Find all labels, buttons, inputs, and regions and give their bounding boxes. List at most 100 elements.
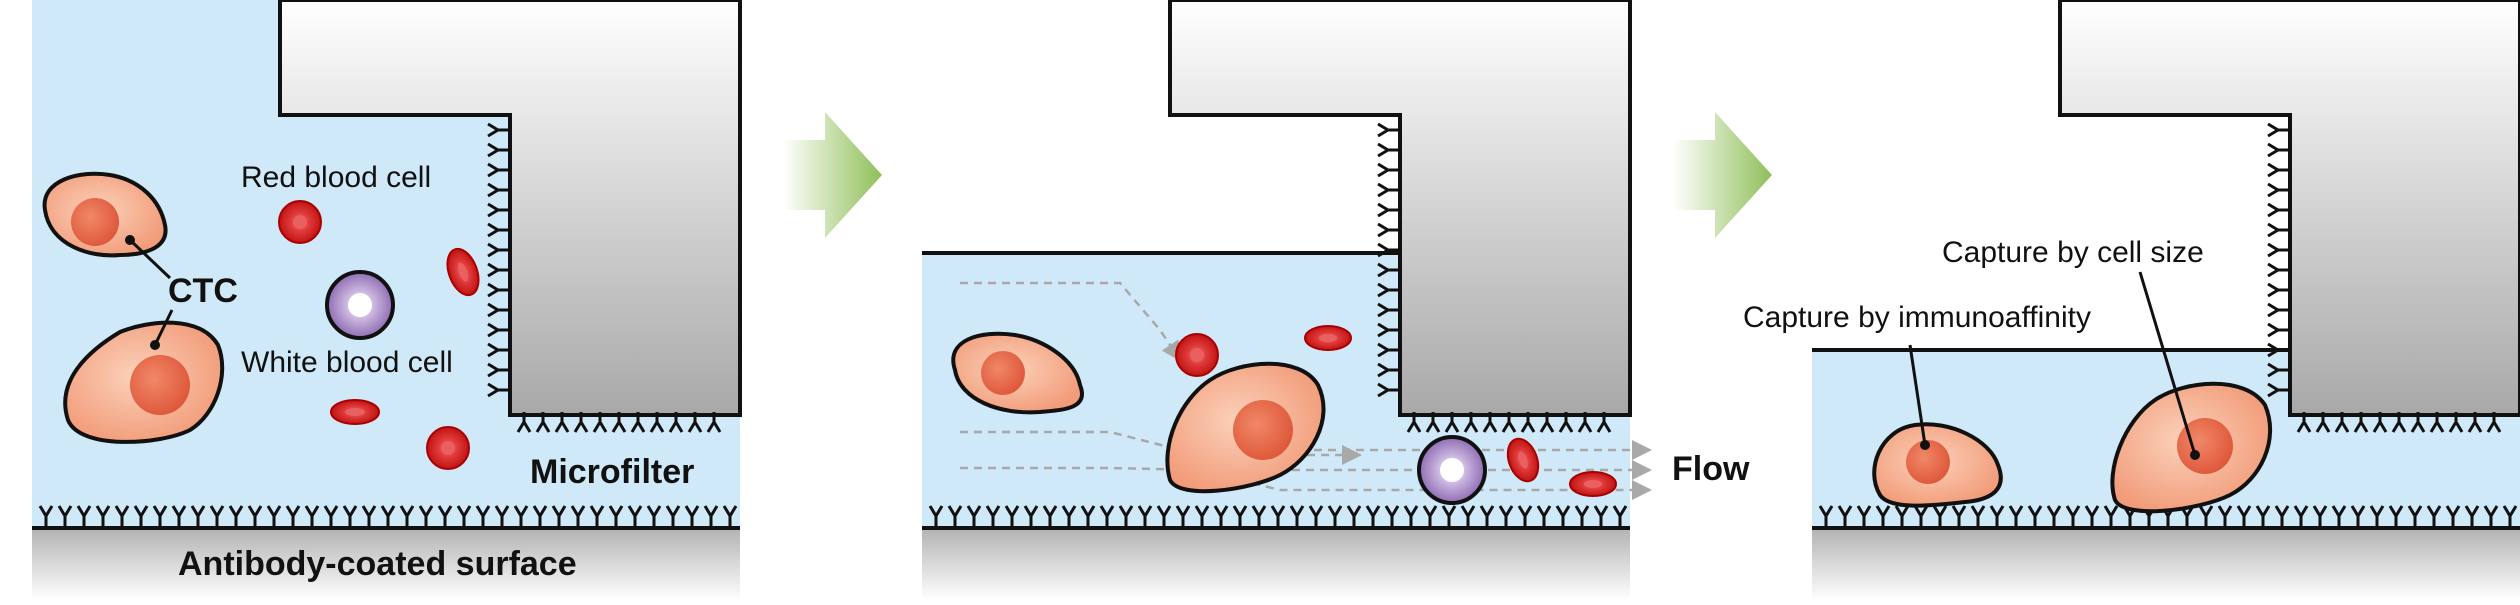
antibody-marker (323, 505, 339, 526)
antibody-marker (487, 242, 508, 258)
antibody-marker (487, 182, 508, 198)
antibody-row (38, 505, 738, 526)
antibody-marker (57, 505, 73, 526)
antibody-marker (1501, 412, 1517, 433)
filter-antibody-row (516, 412, 722, 433)
antibody-marker (487, 282, 508, 298)
antibody-marker (2267, 202, 2288, 218)
antibody-marker (1377, 242, 1398, 258)
antibody-marker (487, 322, 508, 338)
antibody-marker (2334, 412, 2350, 433)
antibody-marker (152, 505, 168, 526)
antibody-marker (361, 505, 377, 526)
antibody-surface-label: Antibody-coated surface (178, 545, 577, 583)
antibody-marker (1080, 505, 1096, 526)
antibody-marker (2274, 505, 2290, 526)
capture-pointer-dot (2190, 450, 2200, 460)
antibody-marker (2198, 505, 2214, 526)
antibody-marker (380, 505, 396, 526)
antibody-marker (2217, 505, 2233, 526)
antibody-marker (947, 505, 963, 526)
antibody-marker (487, 362, 508, 378)
antibody-marker (1099, 505, 1115, 526)
antibody-marker (1308, 505, 1324, 526)
antibody-marker (1577, 412, 1593, 433)
antibody-marker (1441, 505, 1457, 526)
step-arrow (1673, 112, 1772, 238)
antibody-marker (1932, 505, 1948, 526)
antibody-marker (1989, 505, 2005, 526)
antibody-marker (570, 505, 586, 526)
antibody-marker (573, 412, 589, 433)
antibody-marker (2027, 505, 2043, 526)
antibody-marker (2084, 505, 2100, 526)
antibody-marker (1406, 412, 1422, 433)
antibody-marker (2502, 505, 2518, 526)
antibody-marker (2486, 412, 2502, 433)
antibody-marker (706, 412, 722, 433)
ctc-cell (951, 331, 1084, 415)
red-blood-cell (1506, 437, 1540, 483)
antibody-marker (532, 505, 548, 526)
antibody-marker (1377, 222, 1398, 238)
filter-antibody-row (2296, 412, 2502, 433)
antibody-marker (1251, 505, 1267, 526)
antibody-marker (608, 505, 624, 526)
antibody-marker (2331, 505, 2347, 526)
antibody-marker (2267, 282, 2288, 298)
antibody-marker (1365, 505, 1381, 526)
antibody-marker (2464, 505, 2480, 526)
antibody-marker (1377, 182, 1398, 198)
antibody-marker (494, 505, 510, 526)
antibody-marker (1856, 505, 1872, 526)
antibody-marker (611, 412, 627, 433)
antibody-marker (2267, 302, 2288, 318)
antibody-marker (2267, 322, 2288, 338)
ctc-pointer-line (153, 309, 174, 346)
antibody-marker (487, 342, 508, 358)
ctc-pointer-line (128, 238, 172, 280)
ctc-cell (42, 171, 168, 258)
white-blood-cell-label: White blood cell (241, 346, 453, 379)
antibody-marker (1270, 505, 1286, 526)
antibody-marker (1346, 505, 1362, 526)
antibody-marker (266, 505, 282, 526)
antibody-marker (133, 505, 149, 526)
antibody-marker (630, 412, 646, 433)
antibody-marker (1875, 505, 1891, 526)
red-blood-cell (1304, 325, 1352, 351)
antibody-marker (1377, 202, 1398, 218)
antibody-marker (1555, 505, 1571, 526)
flow-streamline (960, 281, 1182, 362)
antibody-marker (114, 505, 130, 526)
antibody-marker (2369, 505, 2385, 526)
antibody-marker (1422, 505, 1438, 526)
antibody-marker (2388, 505, 2404, 526)
antibody-row (928, 505, 1628, 526)
antibody-marker (1444, 412, 1460, 433)
antibody-row (1818, 505, 2518, 526)
antibody-marker (1403, 505, 1419, 526)
wall-antibody-column (2267, 122, 2288, 398)
antibody-marker (1377, 362, 1398, 378)
antibody-marker (1023, 505, 1039, 526)
antibody-marker (1213, 505, 1229, 526)
antibody-marker (1004, 505, 1020, 526)
panel-2: Flow (922, 0, 1750, 600)
ctc-label: CTC (168, 272, 238, 310)
antibody-marker (2429, 412, 2445, 433)
antibody-marker (1289, 505, 1305, 526)
antibody-marker (1377, 142, 1398, 158)
red-blood-cell (1175, 333, 1219, 377)
antibody-marker (627, 505, 643, 526)
antibody-marker (2296, 412, 2312, 433)
antibody-marker (95, 505, 111, 526)
antibody-marker (285, 505, 301, 526)
antibody-marker (487, 162, 508, 178)
ctc-pointer-dot (125, 235, 135, 245)
floor-substrate (922, 530, 1630, 600)
antibody-marker (2267, 162, 2288, 178)
antibody-marker (966, 505, 982, 526)
antibody-marker (684, 505, 700, 526)
antibody-marker (1460, 505, 1476, 526)
